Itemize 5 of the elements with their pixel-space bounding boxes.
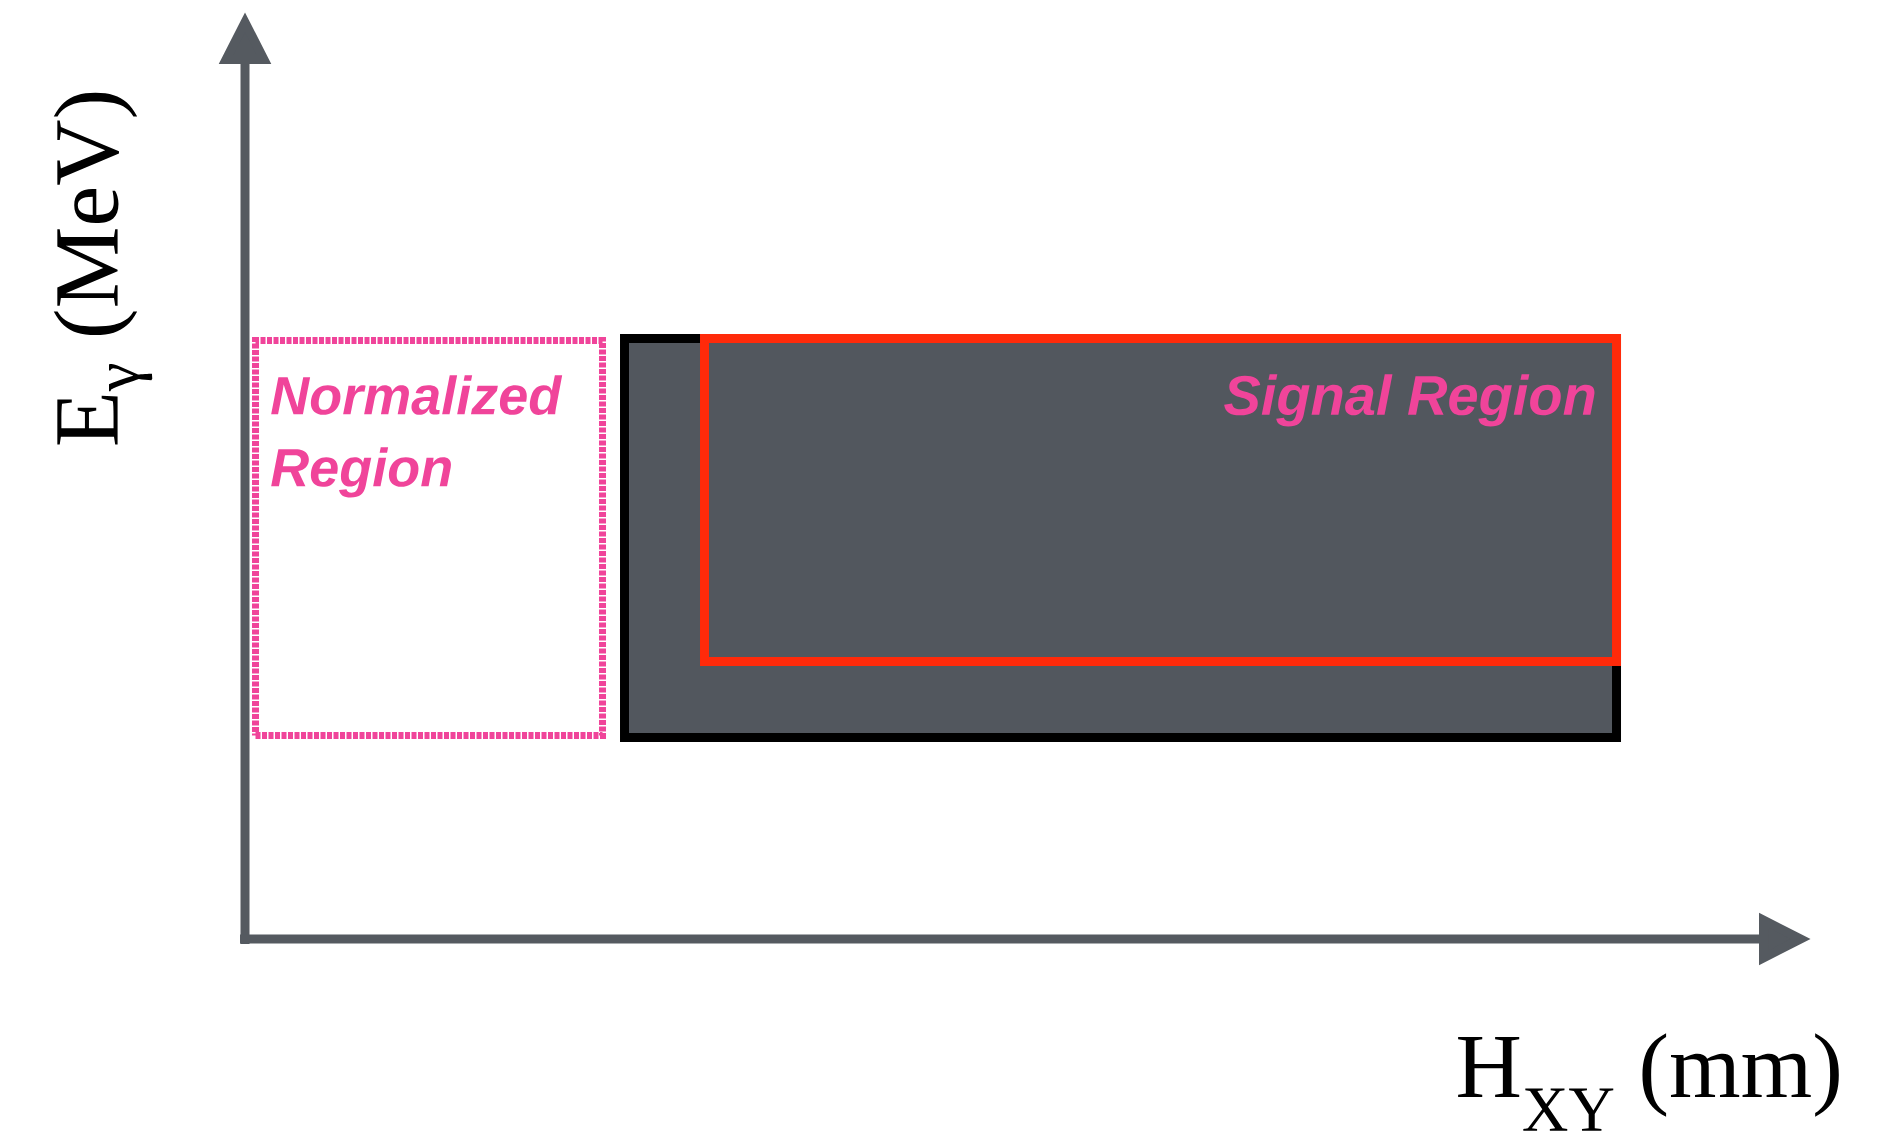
shaded-box [620, 334, 1621, 742]
axis-label: E$_{γ}$ (MeV) [53, 92, 153, 445]
region-box: Signal Region [700, 334, 1621, 666]
axis-label: H$_{XY}$ (mm) [1458, 1033, 1839, 1131]
region-box: Normalized Region [252, 337, 606, 739]
